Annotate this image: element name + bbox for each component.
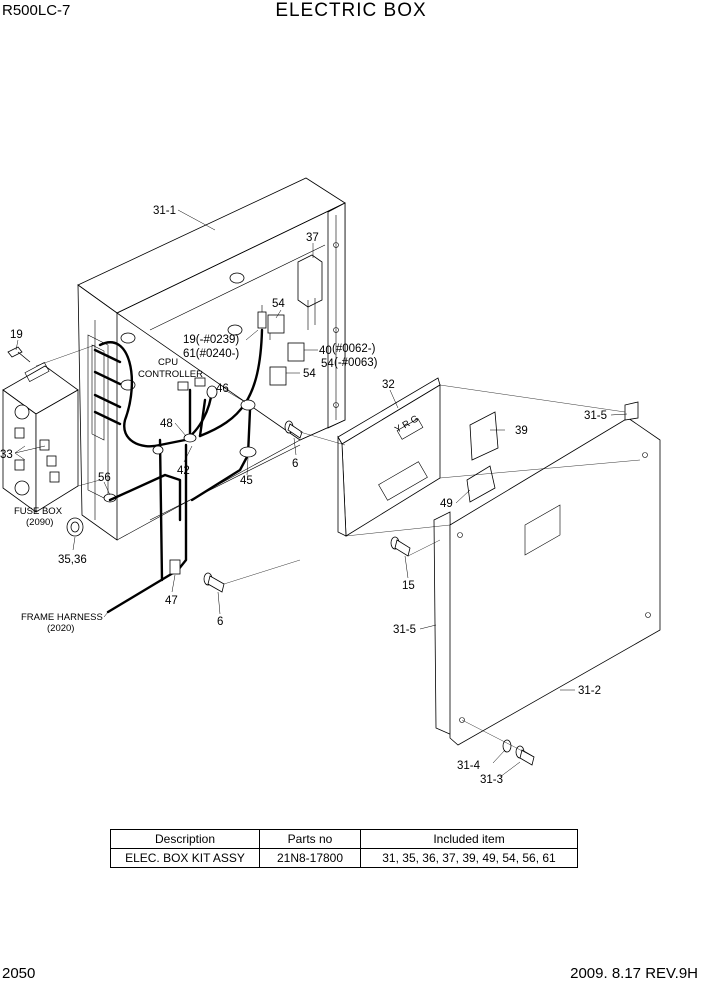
callout-54-serial: (-#0063): [334, 357, 378, 369]
grommet-35-36: [66, 517, 84, 537]
cpu-label-1: CPU: [158, 357, 178, 368]
callout-42: 42: [177, 465, 190, 477]
revision-date: 2009. 8.17 REV.9H: [570, 965, 698, 982]
callout-32: 32: [382, 379, 395, 391]
leader-lines: [14, 209, 628, 778]
cell-parts-no: 21N8-17800: [259, 848, 361, 868]
page-title: ELECTRIC BOX: [275, 0, 427, 21]
callout-47: 47: [165, 595, 178, 607]
callout-37: 37: [306, 232, 319, 244]
header-included-item: Included item: [360, 829, 578, 849]
fuse-box-ref: (2090): [26, 517, 53, 528]
callout-6-upper: 6: [292, 458, 298, 470]
label-39: [469, 411, 499, 461]
callout-61-range: 61(#0240-): [183, 348, 239, 360]
relay-40: [287, 342, 305, 362]
callout-31-4: 31-4: [457, 760, 481, 772]
bolt-15: [390, 536, 411, 557]
cover-gasket: [433, 511, 453, 736]
cell-included-item: 31, 35, 36, 37, 39, 49, 54, 56, 61: [360, 848, 578, 868]
header-description: Description: [110, 829, 260, 849]
table-row: ELEC. BOX KIT ASSY 21N8-17800 31, 35, 36…: [110, 848, 578, 868]
page-number: 2050: [2, 965, 36, 982]
callout-19-range: 19(-#0239): [183, 334, 239, 346]
callout-40-serial: (#0062-): [332, 343, 376, 355]
callout-39: 39: [515, 425, 528, 437]
bolt-6-upper: [284, 420, 303, 439]
callout-31-5-top: 31-5: [584, 410, 607, 422]
callout-33: 33: [0, 449, 13, 461]
callout-46: 46: [216, 383, 229, 395]
callout-31-2: 31-2: [578, 685, 601, 697]
model-name: R500LC-7: [2, 2, 71, 19]
kit-table-header: Description Parts no Included item: [110, 829, 578, 849]
callout-31-1: 31-1: [153, 205, 176, 217]
clips: [152, 377, 257, 575]
callout-6-lower: 6: [217, 616, 223, 628]
callout-45: 45: [240, 475, 253, 487]
cpu-label-2: CONTROLLER: [138, 369, 203, 380]
callout-54-top: 54: [272, 298, 285, 310]
flasher-unit: [297, 254, 323, 330]
callout-40: 40: [319, 345, 332, 357]
fuse-box: [2, 362, 79, 513]
callout-48: 48: [160, 418, 173, 430]
fuse-box-label: FUSE BOX: [14, 506, 63, 517]
cover-plate: [449, 401, 661, 746]
header-parts-no: Parts no: [259, 829, 361, 849]
frame-harness-ref: (2020): [47, 623, 74, 634]
relay-54-upper: [267, 314, 285, 340]
diode-19-61: [257, 305, 267, 329]
callout-54-low: 54: [303, 368, 316, 380]
callout-19: 19: [10, 329, 23, 341]
bolt-19: [7, 346, 31, 363]
callout-31-5-side: 31-5: [393, 624, 416, 636]
exploded-lines: [35, 344, 641, 758]
callout-54-mid: 54: [321, 358, 334, 370]
label-49: [466, 465, 496, 503]
bolt-6-lower: [203, 572, 225, 593]
callout-35-36: 35,36: [58, 554, 87, 566]
relay-54-lower: [269, 366, 287, 386]
washer-31-4: [502, 739, 512, 753]
cpu-controller: Y R G: [337, 377, 441, 537]
callout-56: 56: [98, 472, 111, 484]
frame-harness-label: FRAME HARNESS: [21, 612, 103, 623]
callout-49: 49: [440, 498, 453, 510]
callout-15: 15: [402, 580, 415, 592]
callout-31-3: 31-3: [480, 774, 503, 786]
cell-description: ELEC. BOX KIT ASSY: [110, 848, 260, 868]
kit-table: Description Parts no Included item ELEC.…: [110, 829, 578, 868]
